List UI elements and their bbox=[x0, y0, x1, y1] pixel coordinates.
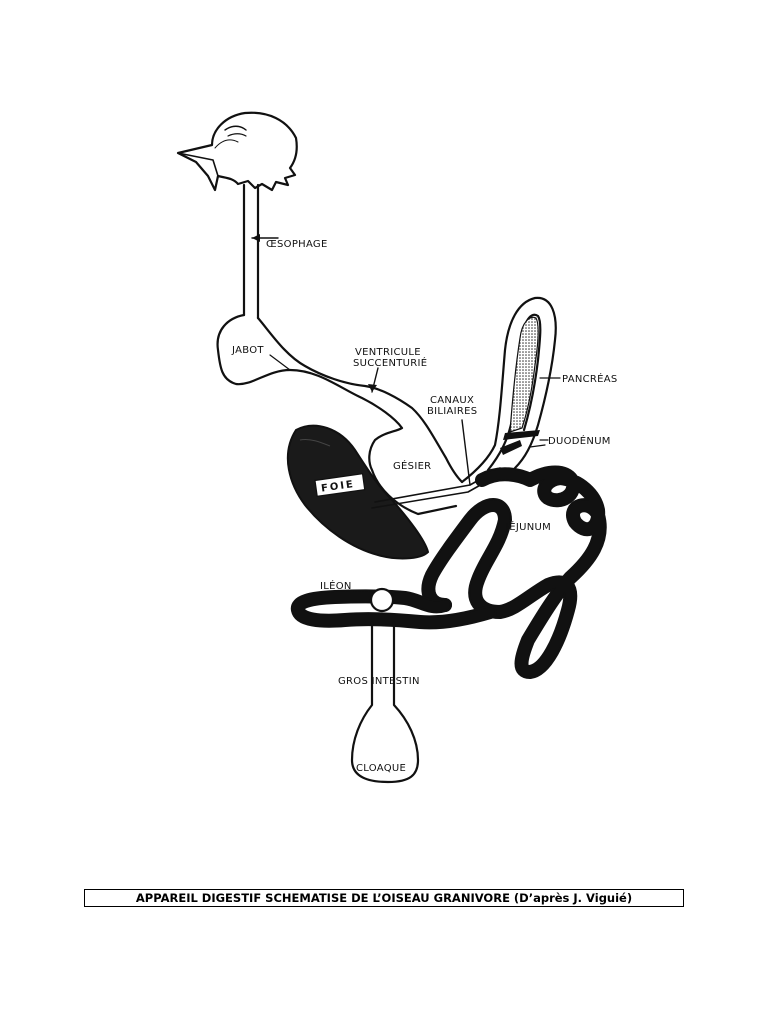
label-jejunum: JÉJUNUM bbox=[505, 520, 551, 533]
label-canaux-2: BILIAIRES bbox=[427, 406, 477, 417]
label-gros-intestin: GROS INTESTIN bbox=[338, 676, 420, 687]
ileum bbox=[298, 589, 490, 622]
label-pancreas: PANCRÉAS bbox=[562, 372, 618, 385]
label-jabot: JABOT bbox=[231, 345, 264, 356]
label-oesophage: ŒSOPHAGE bbox=[266, 239, 328, 250]
label-ileon: ILÉON bbox=[320, 579, 352, 592]
label-ventricule-1: VENTRICULE bbox=[355, 347, 421, 358]
large-intestine-cloaca bbox=[352, 622, 418, 782]
duodenal-loop bbox=[462, 298, 556, 482]
liver bbox=[288, 426, 428, 559]
label-duodenum: DUODÉNUM bbox=[548, 434, 611, 447]
label-ventricule-2: SUCCENTURIÉ bbox=[353, 356, 427, 369]
label-canaux-1: CANAUX bbox=[430, 395, 474, 406]
oesophagus bbox=[244, 185, 258, 318]
label-gesier: GÉSIER bbox=[393, 459, 431, 472]
pancreas bbox=[510, 317, 538, 432]
label-cloaque: CLOAQUE bbox=[356, 763, 406, 774]
bird-head bbox=[178, 113, 297, 190]
jejunum-coils bbox=[428, 473, 599, 673]
figure-caption: APPAREIL DIGESTIF SCHEMATISE DE L’OISEAU… bbox=[84, 889, 684, 907]
